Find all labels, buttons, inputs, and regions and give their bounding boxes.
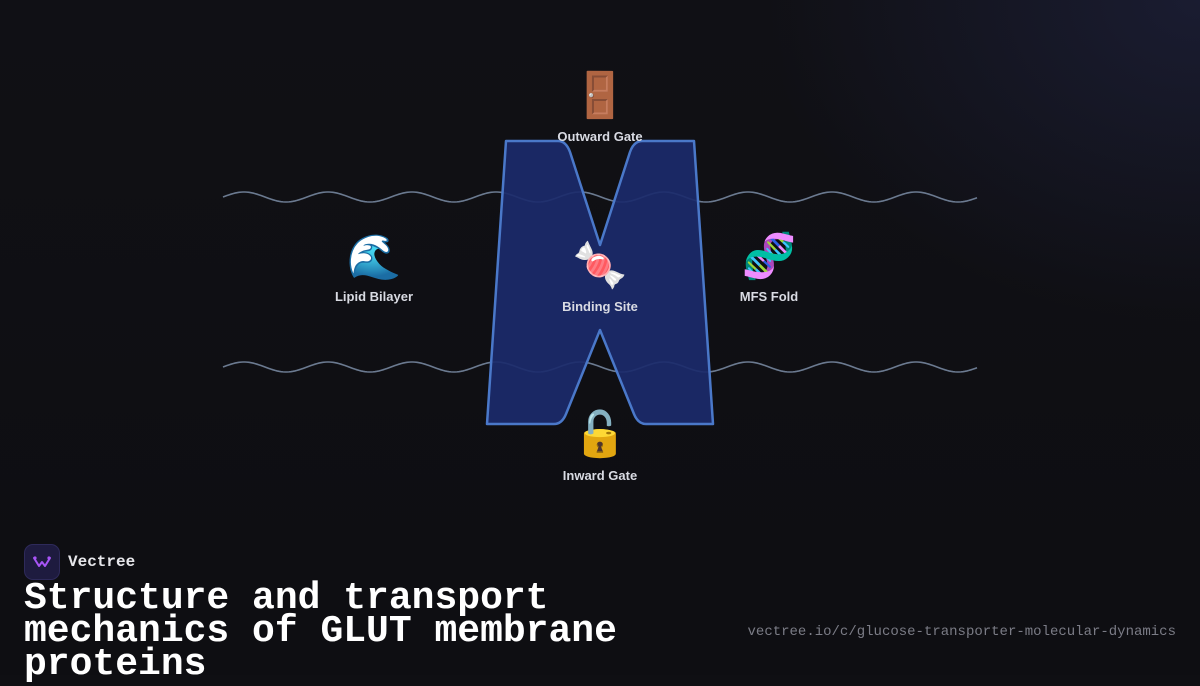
binding-site-label: Binding Site [562, 299, 638, 314]
vectree-logo-icon [24, 544, 60, 580]
wave-icon: 🌊 [346, 233, 402, 282]
dna-icon: 🧬 [741, 232, 797, 281]
brand-name: Vectree [68, 553, 136, 571]
source-url: vectree.io/c/glucose-transporter-molecul… [747, 624, 1176, 640]
brand: Vectree [24, 544, 135, 580]
unlocked-padlock-icon: 🔓 [572, 410, 628, 459]
transporter-protein-shape [485, 139, 715, 426]
membrane-lower-boundary [222, 361, 978, 373]
inward-gate-label: Inward Gate [562, 468, 638, 483]
outward-gate-label: Outward Gate [557, 129, 643, 144]
lipid-bilayer-label: Lipid Bilayer [334, 289, 414, 304]
page-title: Structure and transport mechanics of GLU… [24, 577, 617, 686]
door-icon: 🚪 [572, 71, 628, 120]
membrane-upper-boundary [222, 191, 978, 203]
candy-icon: 🍬 [572, 241, 628, 290]
mfs-fold-label: MFS Fold [739, 289, 799, 304]
